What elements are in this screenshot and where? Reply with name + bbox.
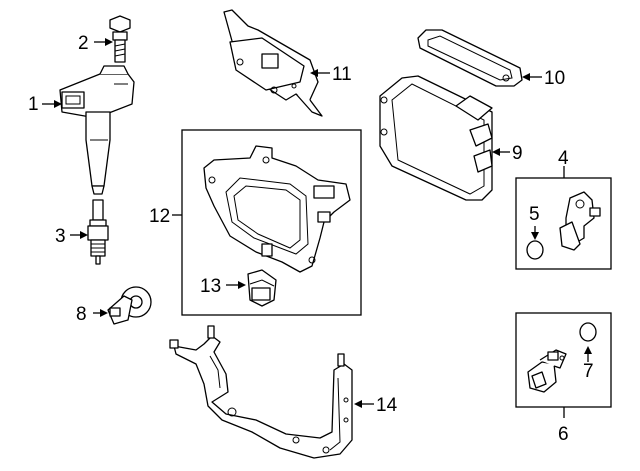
callout-label-14: 14 [376,395,398,416]
callout-label-11: 11 [332,64,352,85]
crankshaft-position-sensor [527,349,567,393]
ecm-bracket-cover [223,9,323,117]
ecm-gasket [417,29,523,87]
callout-9: 9 [492,143,523,164]
callout-label-6: 6 [558,424,569,445]
callout-label-8: 8 [76,304,87,325]
callout-label-3: 3 [55,226,66,247]
callout-label-13: 13 [200,276,221,297]
callout-12: 12 [149,206,182,227]
knock-sensor [107,286,152,325]
callout-label-4: 4 [558,148,569,169]
callout-7: 7 [583,346,594,382]
ecm-bracket-group-box [181,129,362,316]
callout-label-9: 9 [512,143,523,164]
callout-label-2: 2 [78,33,89,54]
camshaft-position-sensor [559,191,601,251]
callout-1: 1 [28,94,62,115]
spark-plug [87,199,109,265]
callout-8: 8 [76,304,108,325]
engine-control-module [379,75,493,201]
callout-5: 5 [529,204,540,240]
callout-2: 2 [78,33,113,54]
callout-14: 14 [354,395,398,416]
callout-label-7: 7 [583,361,594,382]
callout-label-1: 1 [28,94,39,115]
callout-label-10: 10 [544,68,565,89]
ecm-mounting-bracket [169,325,353,459]
callout-13: 13 [200,276,246,297]
callout-10: 10 [522,68,565,89]
callout-3: 3 [55,226,88,247]
bracket-clip [247,269,277,307]
coil-bolt [109,15,131,63]
ignition-coil [59,65,135,195]
ecm-bracket-assembly [203,145,351,273]
o-ring-lower [579,322,597,342]
callout-11: 11 [310,64,352,85]
callout-label-12: 12 [149,206,170,227]
o-ring-upper [526,240,544,260]
callout-label-5: 5 [529,204,540,225]
